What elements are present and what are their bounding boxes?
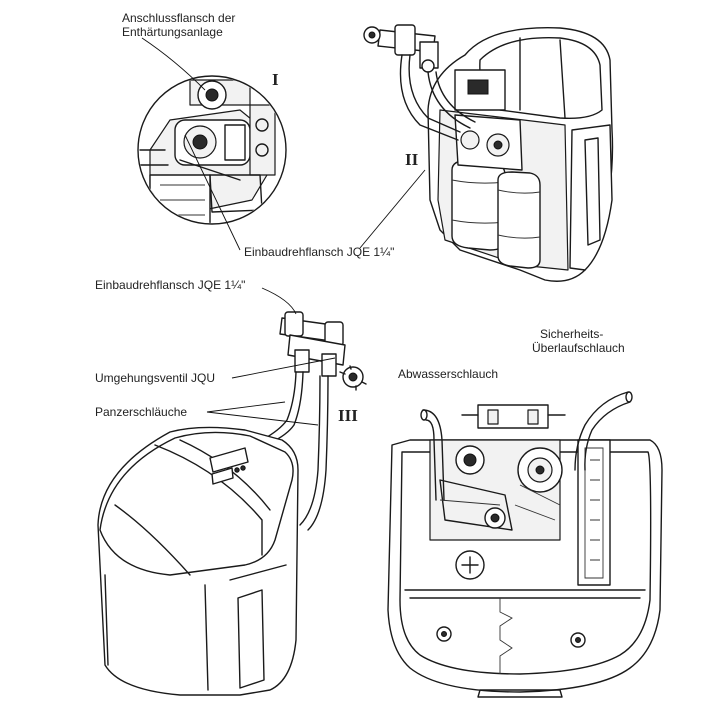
label-connection-flange-line1: Anschlussflansch der xyxy=(122,11,236,25)
step-marker-one: I xyxy=(272,70,279,89)
softener-unit-open-top xyxy=(363,24,614,282)
leader-lines xyxy=(141,37,426,426)
label-bypass-valve: Umgehungsventil JQU xyxy=(95,371,216,385)
step-marker-two: II xyxy=(405,150,419,169)
label-swivel-flange-mid: Einbaudrehflansch JQE 1¼" xyxy=(95,278,246,292)
softener-unit-closed xyxy=(97,426,299,696)
step-marker-three: III xyxy=(338,406,358,425)
label-drain-hose: Abwasserschlauch xyxy=(398,367,499,381)
bypass-valve-assembly xyxy=(279,311,367,391)
label-armored-hoses: Panzerschläuche xyxy=(95,405,188,419)
softener-top-view xyxy=(387,404,663,698)
drain-and-overflow-hoses xyxy=(420,391,633,501)
label-overflow-hose-line1: Sicherheits- xyxy=(540,327,604,341)
detail-circle-flange xyxy=(137,75,287,225)
armored-hoses xyxy=(261,371,329,531)
label-connection-flange-line2: Enthärtungsanlage xyxy=(122,25,223,39)
label-overflow-hose-line2: Überlaufschlauch xyxy=(532,341,625,355)
label-swivel-flange-top: Einbaudrehflansch JQE 1¼" xyxy=(244,245,395,259)
